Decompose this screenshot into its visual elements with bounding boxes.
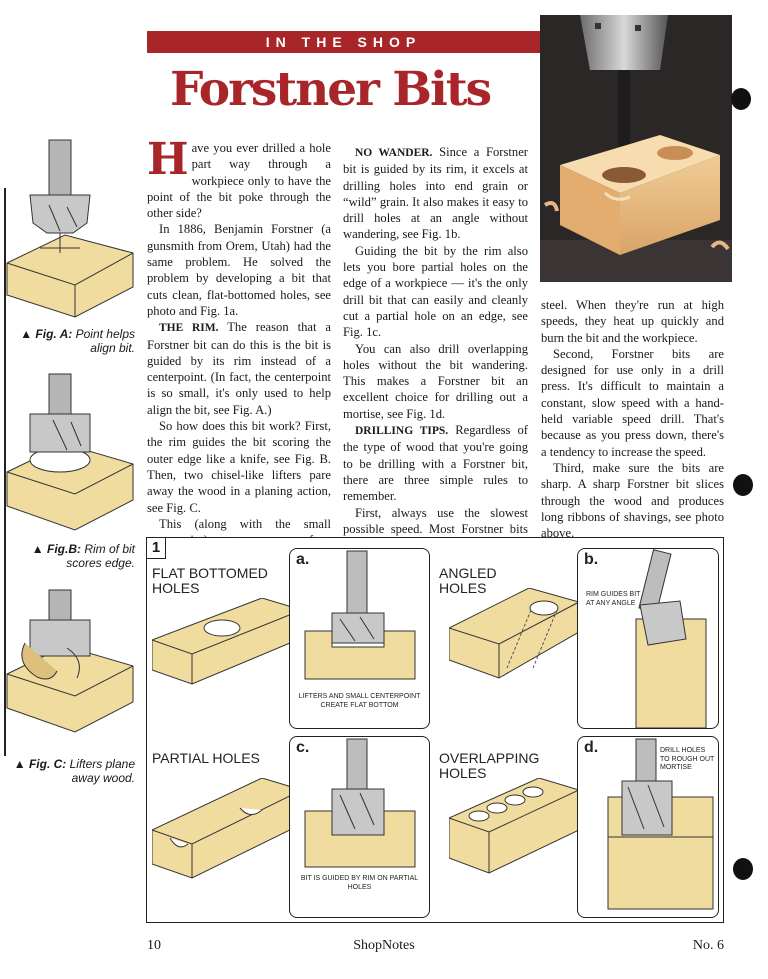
paragraph-how-it-works: So how does this bit work? First, the ri… [147,419,331,515]
overlapping-holes-board [449,778,579,874]
paragraph-history: In 1886, Benjamin Forstner (a gunsmith f… [147,222,331,318]
page-number: 10 [147,938,161,953]
fig-c-label: ▲ Fig. C: [13,757,67,771]
fig-b-caption: ▲ Fig.B: Rim of bit scores edge. [5,542,135,570]
label-flat-bottomed-holes: FLAT BOTTOMED HOLES [152,565,268,596]
partial-holes-board [152,778,302,879]
left-margin-rule [4,188,6,756]
angled-holes-board [449,588,579,679]
inset-b-letter: b. [584,551,599,568]
binder-hole-bottom [733,858,753,880]
article-column-3: steel. When they're run at high speeds, … [541,297,724,541]
fig-b-illustration [6,373,134,531]
paragraph-drill-press: Second, Forstner bits are designed for u… [541,346,724,459]
page-title: Forstner Bits [170,62,492,117]
paragraph-no-wander: Since a Forstner bit is guided by its ri… [343,145,528,242]
binder-hole-middle [733,474,753,496]
fig-a-illustration [6,139,134,318]
inset-a: a. LIFTERS AND SMALL CENTERPOINT CREATE … [289,548,430,729]
inset-a-letter: a. [296,551,310,568]
section-banner: IN THE SHOP [147,31,540,53]
paragraph-tips: Regardless of the type of wood that you'… [343,423,528,504]
inset-c: c. BIT IS GUIDED BY RIM ON PARTIAL HOLES [289,736,430,918]
fig-c-caption: ▲ Fig. C: Lifters plane away wood. [5,757,135,785]
fig-a-label: ▲ Fig. A: [20,327,73,341]
figure-number: 1 [147,538,166,559]
heading-no-wander: NO WANDER. [355,147,433,159]
heading-the-rim: THE RIM. [159,322,219,335]
fig-c-text: Lifters plane away wood. [66,757,135,785]
issue-number: No. 6 [692,938,724,953]
label-partial-holes: PARTIAL HOLES [152,750,260,766]
fig-b-text: Rim of bit scores edge. [66,542,135,570]
inset-c-letter: c. [296,739,310,756]
inset-c-bit [304,738,416,868]
magazine-name: ShopNotes [353,938,415,953]
paragraph-partial-holes: Guiding the bit by the rim also lets you… [343,243,528,340]
article-column-1: H ave you ever drilled a hole part way t… [147,134,331,565]
heading-drilling-tips: DRILLING TIPS. [355,425,449,438]
paragraph-intro: ave you ever drilled a hole part way thr… [147,141,331,221]
inset-d-bit [607,738,714,910]
drill-press-photo [540,15,732,282]
callout-d: DRILL HOLES TO ROUGH OUT MORTISE [660,747,715,771]
article-column-2: NO WANDER. Since a Forstner bit is guide… [343,144,528,553]
label-overlapping-holes: OVERLAPPING HOLES [439,750,540,781]
paragraph-overlapping: You can also drill overlapping holes wit… [343,341,528,421]
inset-d: d. DRILL HOLES TO ROUGH OUT MORTISE [577,736,719,918]
paragraph-rim: The reason that a Forstner bit can do th… [147,320,331,417]
figure-1-diagram: 1 FLAT BOTTOMED HOLES ANGLED HOLES PARTI… [146,537,724,923]
inset-a-bit [304,550,416,680]
fig-b-label: ▲ Fig.B: [31,542,81,556]
callout-b: RIM GUIDES BIT AT ANY ANGLE [586,591,641,607]
drop-cap: H [147,134,189,185]
inset-b-bit [635,549,707,728]
paragraph-sharp-bits: Third, make sure the bits are sharp. A s… [541,460,724,541]
label-angled-holes: ANGLED HOLES [439,565,497,596]
callout-a: LIFTERS AND SMALL CENTERPOINT CREATE FLA… [298,693,421,709]
callout-c: BIT IS GUIDED BY RIM ON PARTIAL HOLES [300,875,419,891]
inset-d-letter: d. [584,739,599,756]
photo-illustration [540,15,732,282]
binder-hole-top [731,88,751,110]
flat-holes-board [152,598,302,685]
fig-a-text: Point helps align bit. [72,327,135,355]
fig-c-illustration [6,589,134,733]
paragraph-steel: steel. When they're run at high speeds, … [541,298,724,345]
fig-a-caption: ▲ Fig. A: Point helps align bit. [5,327,135,355]
inset-b: b. RIM GUIDES BIT AT ANY ANGLE [577,548,719,729]
